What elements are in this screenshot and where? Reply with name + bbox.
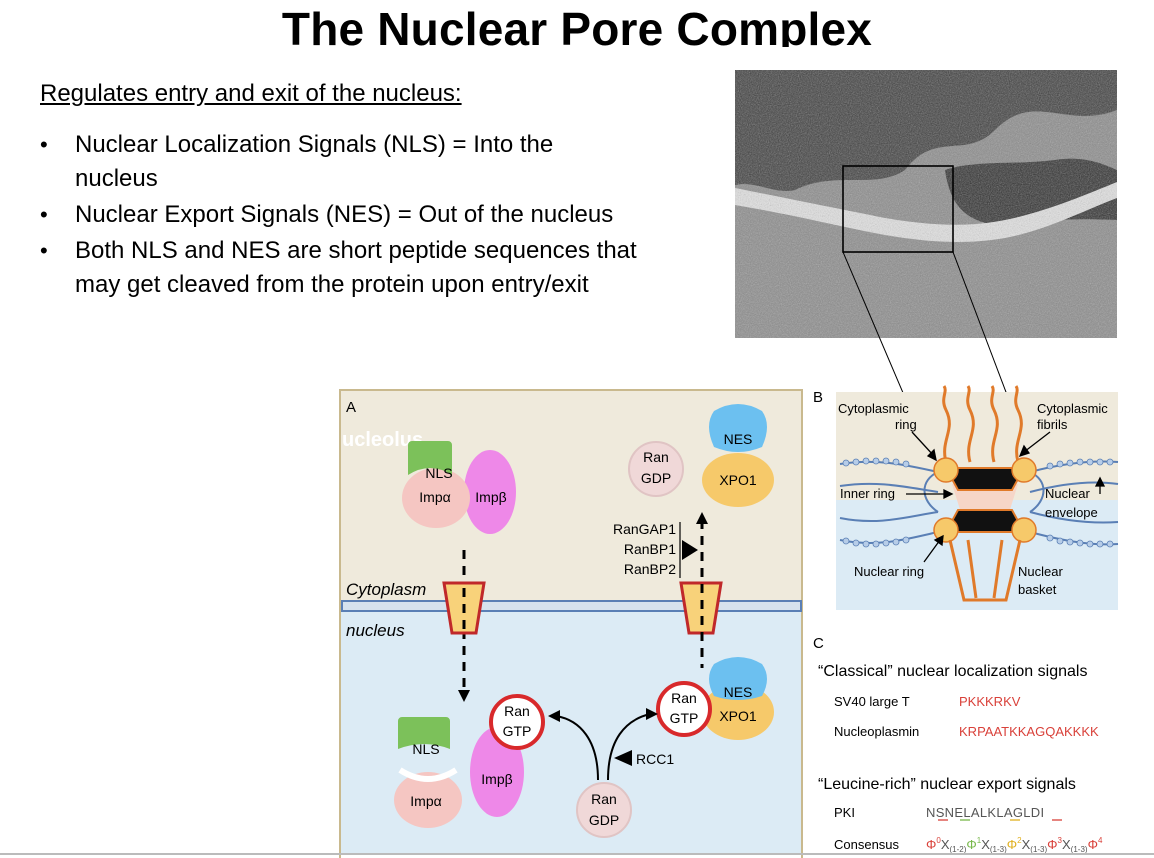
nes-cargo-nucleus	[709, 657, 767, 700]
nuclear-ring-label: Nuclear ring	[854, 564, 924, 579]
nucleus-label: nucleus	[346, 621, 405, 640]
panel-b-pointers	[906, 431, 1106, 563]
nuclear-basket	[948, 539, 1022, 602]
panel-c-label: C	[813, 635, 824, 652]
panel-a-frame	[339, 389, 803, 858]
cytoplasm-label: Cytoplasm	[346, 580, 426, 599]
title-clip: The Nuclear Pore Complex	[0, 0, 1154, 47]
nucleolus-overlay-text: ucleolus	[342, 429, 423, 451]
cytoplasmic-fibrils-label-2: fibrils	[1037, 417, 1068, 432]
rcc1-curve-left-head	[548, 710, 560, 722]
bullet-nes: Nuclear Export Signals (NES) = Out of th…	[40, 198, 640, 232]
ranbp2-label: RanBP2	[624, 561, 676, 577]
rcc1-pointer	[614, 750, 632, 766]
nls-cargo-nucleus	[398, 717, 450, 749]
consensus-name: Consensus	[834, 837, 900, 852]
cytoplasmic-fibrils-label-1: Cytoplasmic	[1037, 401, 1108, 416]
electron-micrograph-image	[735, 70, 1117, 338]
em-grain	[735, 70, 1117, 338]
nuclear-basket-label-2: basket	[1018, 582, 1057, 597]
bullet-cleaved: Both NLS and NES are short peptide seque…	[40, 234, 640, 302]
bullet-nls: Nuclear Localization Signals (NLS) = Int…	[40, 128, 640, 196]
xpo1-nucleus	[702, 684, 774, 740]
cytoplasmic-ring-label-2: ring	[895, 417, 917, 432]
rcc1-curve-right	[607, 713, 651, 781]
ran-label-gtp-left: Ran	[504, 703, 530, 719]
rangap1-label: RanGAP1	[613, 521, 676, 537]
imp-alpha-notch-nucleus	[398, 767, 458, 782]
gtp-label-left: GTP	[503, 723, 532, 739]
imp-alpha-label-nucleus: Impα	[410, 793, 441, 809]
nes-label-cytoplasm: NES	[724, 431, 753, 447]
ran-label-gdp-nucleus: Ran	[591, 791, 617, 807]
ran-label-gtp-right: Ran	[671, 690, 697, 706]
slide-title: The Nuclear Pore Complex	[281, 3, 873, 47]
nls-label-nucleus: NLS	[412, 741, 439, 757]
imp-alpha-nucleus	[394, 772, 462, 828]
imp-beta-nucleus	[470, 727, 524, 817]
nes-label-nucleus: NES	[724, 684, 753, 700]
xpo1-label-cytoplasm: XPO1	[719, 472, 757, 488]
nucleoplasmin-name: Nucleoplasmin	[834, 724, 919, 739]
sv40-name: SV40 large T	[834, 694, 910, 709]
nes-cargo-cytoplasm	[709, 404, 767, 452]
imp-beta-label-nucleus: Impβ	[481, 771, 512, 787]
pki-sequence: NSNELALKLAGLDI	[926, 805, 1044, 820]
nls-heading: “Classical” nuclear localization signals	[818, 663, 1087, 680]
cytoplasmic-fibril-4	[1014, 385, 1023, 463]
rcc1-curve-right-head	[646, 708, 658, 720]
imp-alpha-cytoplasm	[402, 468, 470, 528]
npc-inner-ring-top	[944, 467, 1026, 491]
gdp-label-cytoplasm: GDP	[641, 470, 671, 486]
membrane-beads	[842, 457, 1114, 548]
gdp-label-nucleus: GDP	[589, 812, 619, 828]
ranbp1-label: RanBP1	[624, 541, 676, 557]
slide-bottom-border	[0, 853, 1154, 855]
ran-gtp-left	[489, 694, 545, 750]
npc-nuclear-ring-left	[933, 517, 959, 543]
em-zoom-box	[842, 165, 954, 253]
inner-ring-label: Inner ring	[840, 486, 895, 501]
ran-gtp-right	[656, 681, 712, 737]
nucleoplasmin-sequence: KRPAATKKAGQAKKKK	[959, 724, 1099, 739]
imp-beta-label-cytoplasm: Impβ	[475, 489, 506, 505]
sv40-sequence: PKKKRKV	[959, 694, 1021, 709]
cytoplasmic-fibril-3	[990, 385, 999, 463]
nuclear-basket-label-1: Nuclear	[1018, 564, 1063, 579]
gtp-label-right: GTP	[670, 710, 699, 726]
import-arrowhead	[458, 690, 470, 702]
nuclear-envelope-bar	[341, 600, 802, 612]
imp-beta-cytoplasm	[464, 450, 516, 534]
ran-gdp-cytoplasm	[628, 441, 684, 497]
xpo1-cytoplasm	[702, 453, 774, 507]
npc-cytoplasmic-ring-right	[1011, 457, 1037, 483]
rcc1-curve-left	[555, 715, 599, 781]
ran-gdp-nucleus	[576, 782, 632, 838]
consensus-sequence: Φ0X(1-2)Φ1X(1-3)Φ2X(1-3)Φ3X(1-3)Φ4	[926, 836, 1103, 854]
cytoplasmic-fibril-2	[966, 385, 975, 463]
panel-b-label: B	[813, 389, 823, 406]
nls-cargo-cytoplasm	[408, 441, 452, 475]
panel-a-label: A	[346, 399, 356, 416]
cytoplasmic-fibril-1	[942, 385, 951, 463]
slide-subheading: Regulates entry and exit of the nucleus:	[40, 80, 462, 107]
npc-nuclear-ring-right	[1011, 517, 1037, 543]
npc-cytoplasmic-ring-left	[933, 457, 959, 483]
xpo1-label-nucleus: XPO1	[719, 708, 757, 724]
imp-alpha-label-cytoplasm: Impα	[419, 489, 450, 505]
pki-name: PKI	[834, 805, 855, 820]
nes-heading: “Leucine-rich” nuclear export signals	[818, 776, 1076, 793]
cytoplasmic-ring-label-1: Cytoplasmic	[838, 401, 909, 416]
nuclear-envelope-label-2: envelope	[1045, 505, 1098, 520]
bullet-list: Nuclear Localization Signals (NLS) = Int…	[40, 128, 640, 304]
rcc1-label: RCC1	[636, 751, 674, 767]
nuclear-envelope-label-1: Nuclear	[1045, 486, 1090, 501]
npc-central-channel	[952, 484, 1018, 516]
export-arrowhead	[696, 512, 708, 524]
ran-label-cytoplasm: Ran	[643, 449, 669, 465]
ran-factors-pointer	[682, 540, 698, 560]
nls-label-cytoplasm: NLS	[425, 465, 452, 481]
